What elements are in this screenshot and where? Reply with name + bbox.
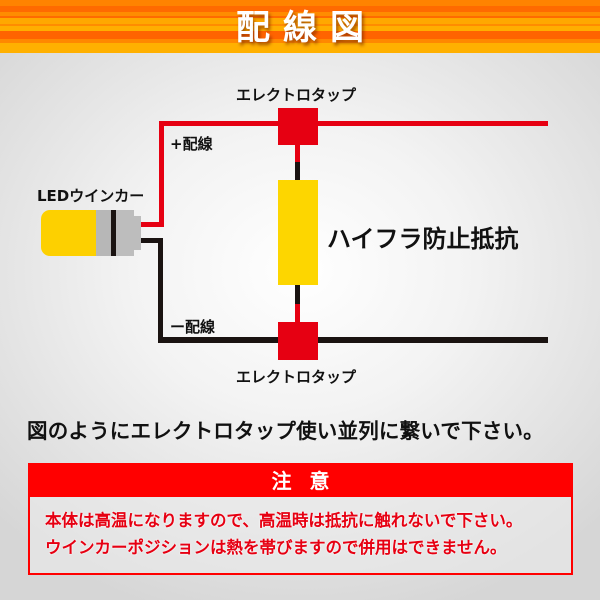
bulb-terminal [134,216,141,250]
bottom-tap-label: エレクトロタップ [236,368,357,386]
bottom-electro-tap [278,322,318,360]
caution-line-2: ウインカーポジションは熱を帯びますので併用はできません。 [45,538,507,557]
plus-wire-vertical [159,121,164,227]
bulb-lens [41,210,96,256]
resistor-lead-bottom-red [295,304,300,323]
top-electro-tap [278,108,318,145]
bulb-cap [116,210,134,256]
bulb-base [96,210,113,256]
resistor-label: ハイフラ防止抵抗 [327,225,519,253]
plus-wire-label: +配線 [170,135,213,153]
resistor-lead-top-black [295,162,300,180]
bulb-label: LEDウインカー [37,187,145,205]
minus-wire-vertical [158,238,163,343]
instruction-text: 図のようにエレクトロタップ使い並列に繋いで下さい。 [27,419,544,443]
header-banner: 配線図 [0,0,600,53]
plus-wire-horizontal [159,121,548,126]
minus-wire-label: ー配線 [170,318,216,336]
caution-title: 注意 [30,465,571,497]
caution-body: 本体は高温になりますので、高温時は抵抗に触れないで下さい。 ウインカーポジション… [30,497,571,561]
resistor-lead-bottom-black [295,285,300,305]
minus-wire-horizontal [158,337,548,343]
page-title: 配線図 [236,8,377,48]
bulb-band [111,210,116,256]
plus-wire-stub [141,222,164,227]
resistor-lead-top-red [295,145,300,163]
top-tap-label: エレクトロタップ [236,86,357,104]
minus-wire-stub [141,238,163,243]
caution-line-1: 本体は高温になりますので、高温時は抵抗に触れないで下さい。 [45,511,523,530]
hyperflash-resistor [278,180,318,285]
caution-box: 注意 本体は高温になりますので、高温時は抵抗に触れないで下さい。 ウインカーポジ… [28,463,573,575]
